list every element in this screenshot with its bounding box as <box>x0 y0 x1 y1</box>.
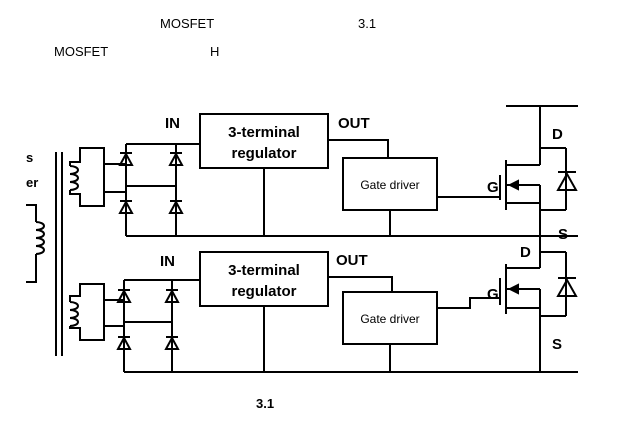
header-text-h: H <box>210 44 220 59</box>
lower-gate-driver-block: Gate driver <box>342 291 438 345</box>
edge-text-2: er <box>26 175 38 190</box>
lower-bridge-rectifier <box>104 279 180 372</box>
lower-gate-driver-text: Gate driver <box>360 312 419 326</box>
upper-secondary-coil <box>69 147 105 207</box>
upper-regulator-text-2: regulator <box>231 145 296 162</box>
upper-gate-driver-block: Gate driver <box>342 157 438 211</box>
upper-g-label: G <box>487 179 499 196</box>
lower-out-label: OUT <box>336 252 368 269</box>
lower-secondary-coil <box>69 283 105 341</box>
transformer-core <box>55 152 63 356</box>
lower-regulator-block: 3-terminal regulator <box>199 251 329 307</box>
figure-caption: 3.1 <box>256 396 275 411</box>
upper-regulator-block: 3-terminal regulator <box>199 113 329 169</box>
header-text-number: 3.1 <box>358 16 377 31</box>
upper-mosfet <box>499 106 578 236</box>
header-text-mosfet-1: MOSFET <box>160 16 215 31</box>
upper-d-label: D <box>552 126 563 143</box>
lower-mosfet <box>499 236 578 372</box>
upper-s-label: S <box>558 226 568 243</box>
upper-regulator-text-1: 3-terminal <box>228 124 300 141</box>
header-text-mosfet-2: MOSFET <box>54 44 109 59</box>
upper-in-label: IN <box>165 115 180 132</box>
lower-regulator-text-2: regulator <box>231 283 296 300</box>
upper-out-label: OUT <box>338 115 370 132</box>
upper-gate-driver-text: Gate driver <box>360 178 419 192</box>
lower-in-label: IN <box>160 253 175 270</box>
lower-regulator-text-1: 3-terminal <box>228 262 300 279</box>
lower-s-label: S <box>552 336 562 353</box>
lower-d-label: D <box>520 244 531 261</box>
lower-g-label: G <box>487 286 499 303</box>
transformer-primary <box>26 204 45 283</box>
upper-bridge-rectifier <box>104 143 184 236</box>
edge-text-1: s <box>26 150 33 165</box>
